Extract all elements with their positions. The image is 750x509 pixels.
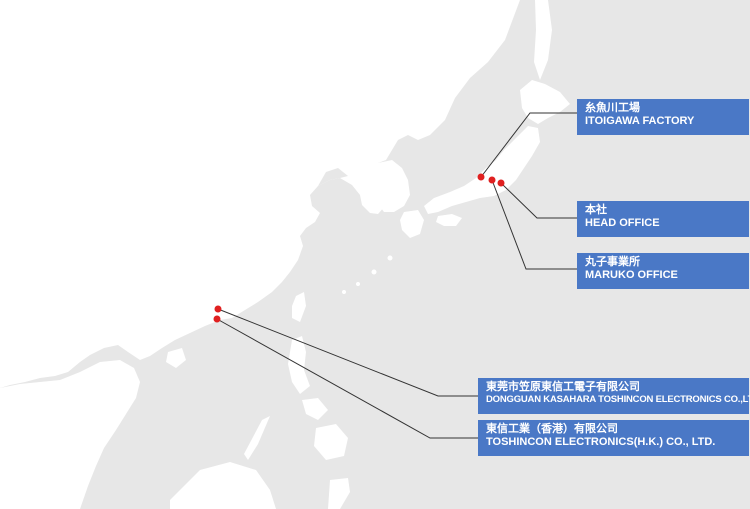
hongkong-name-jp: 東信工業（香港）有限公司 (486, 423, 618, 435)
ryukyu-island (371, 269, 377, 275)
indochina (0, 360, 140, 509)
label-dongguan: 東莞市笠原東信工電子有限公司 DONGGUAN KASAHARA TOSHINC… (478, 378, 750, 414)
leader-line-itoigawa (480, 112, 577, 178)
palawan (244, 416, 270, 460)
hongkong-name-en: TOSHINCON ELECTRONICS(H.K.) CO., LTD. (486, 436, 716, 449)
label-maruko-office: 丸子事業所 MARUKO OFFICE (577, 253, 749, 289)
ryukyu-island (387, 255, 393, 261)
leader-line-head-office (500, 182, 577, 219)
marker-maruko (488, 176, 496, 184)
dongguan-name-en: DONGGUAN KASAHARA TOSHINCON ELECTRONICS … (486, 394, 750, 406)
marker-dongguan (214, 305, 222, 313)
hainan (166, 348, 186, 368)
marker-head-office (497, 179, 505, 187)
kyushu (400, 210, 424, 238)
philippines-mindanao (314, 424, 348, 460)
leader-line-dongguan (217, 308, 478, 397)
sakhalin (534, 0, 552, 80)
mainland-asia (0, 0, 520, 388)
leader-line-hongkong (216, 318, 478, 439)
itoigawa-name-en: ITOIGAWA FACTORY (585, 115, 695, 128)
korea-peninsula (376, 160, 410, 212)
hokkaido (520, 80, 570, 124)
head-office-name-en: HEAD OFFICE (585, 217, 660, 230)
shikoku (436, 214, 462, 226)
philippines-visayas (302, 398, 328, 420)
maruko-name-en: MARUKO OFFICE (585, 269, 678, 282)
marker-hongkong (213, 315, 221, 323)
label-head-office: 本社 HEAD OFFICE (577, 201, 749, 237)
bohai-sea (318, 168, 348, 186)
taiwan (292, 292, 306, 322)
label-hongkong: 東信工業（香港）有限公司 TOSHINCON ELECTRONICS(H.K.)… (478, 420, 749, 456)
head-office-name-jp: 本社 (585, 204, 607, 216)
borneo (170, 462, 276, 509)
ryukyu-island (356, 282, 360, 286)
dongguan-name-jp: 東莞市笠原東信工電子有限公司 (486, 381, 640, 393)
maruko-name-jp: 丸子事業所 (585, 256, 640, 268)
marker-itoigawa (477, 173, 485, 181)
label-itoigawa-factory: 糸魚川工場 ITOIGAWA FACTORY (577, 99, 749, 135)
honshu (424, 126, 540, 214)
ryukyu-island (342, 290, 346, 294)
leader-line-maruko (491, 179, 577, 270)
sulawesi (328, 478, 350, 509)
itoigawa-name-jp: 糸魚川工場 (585, 102, 640, 114)
